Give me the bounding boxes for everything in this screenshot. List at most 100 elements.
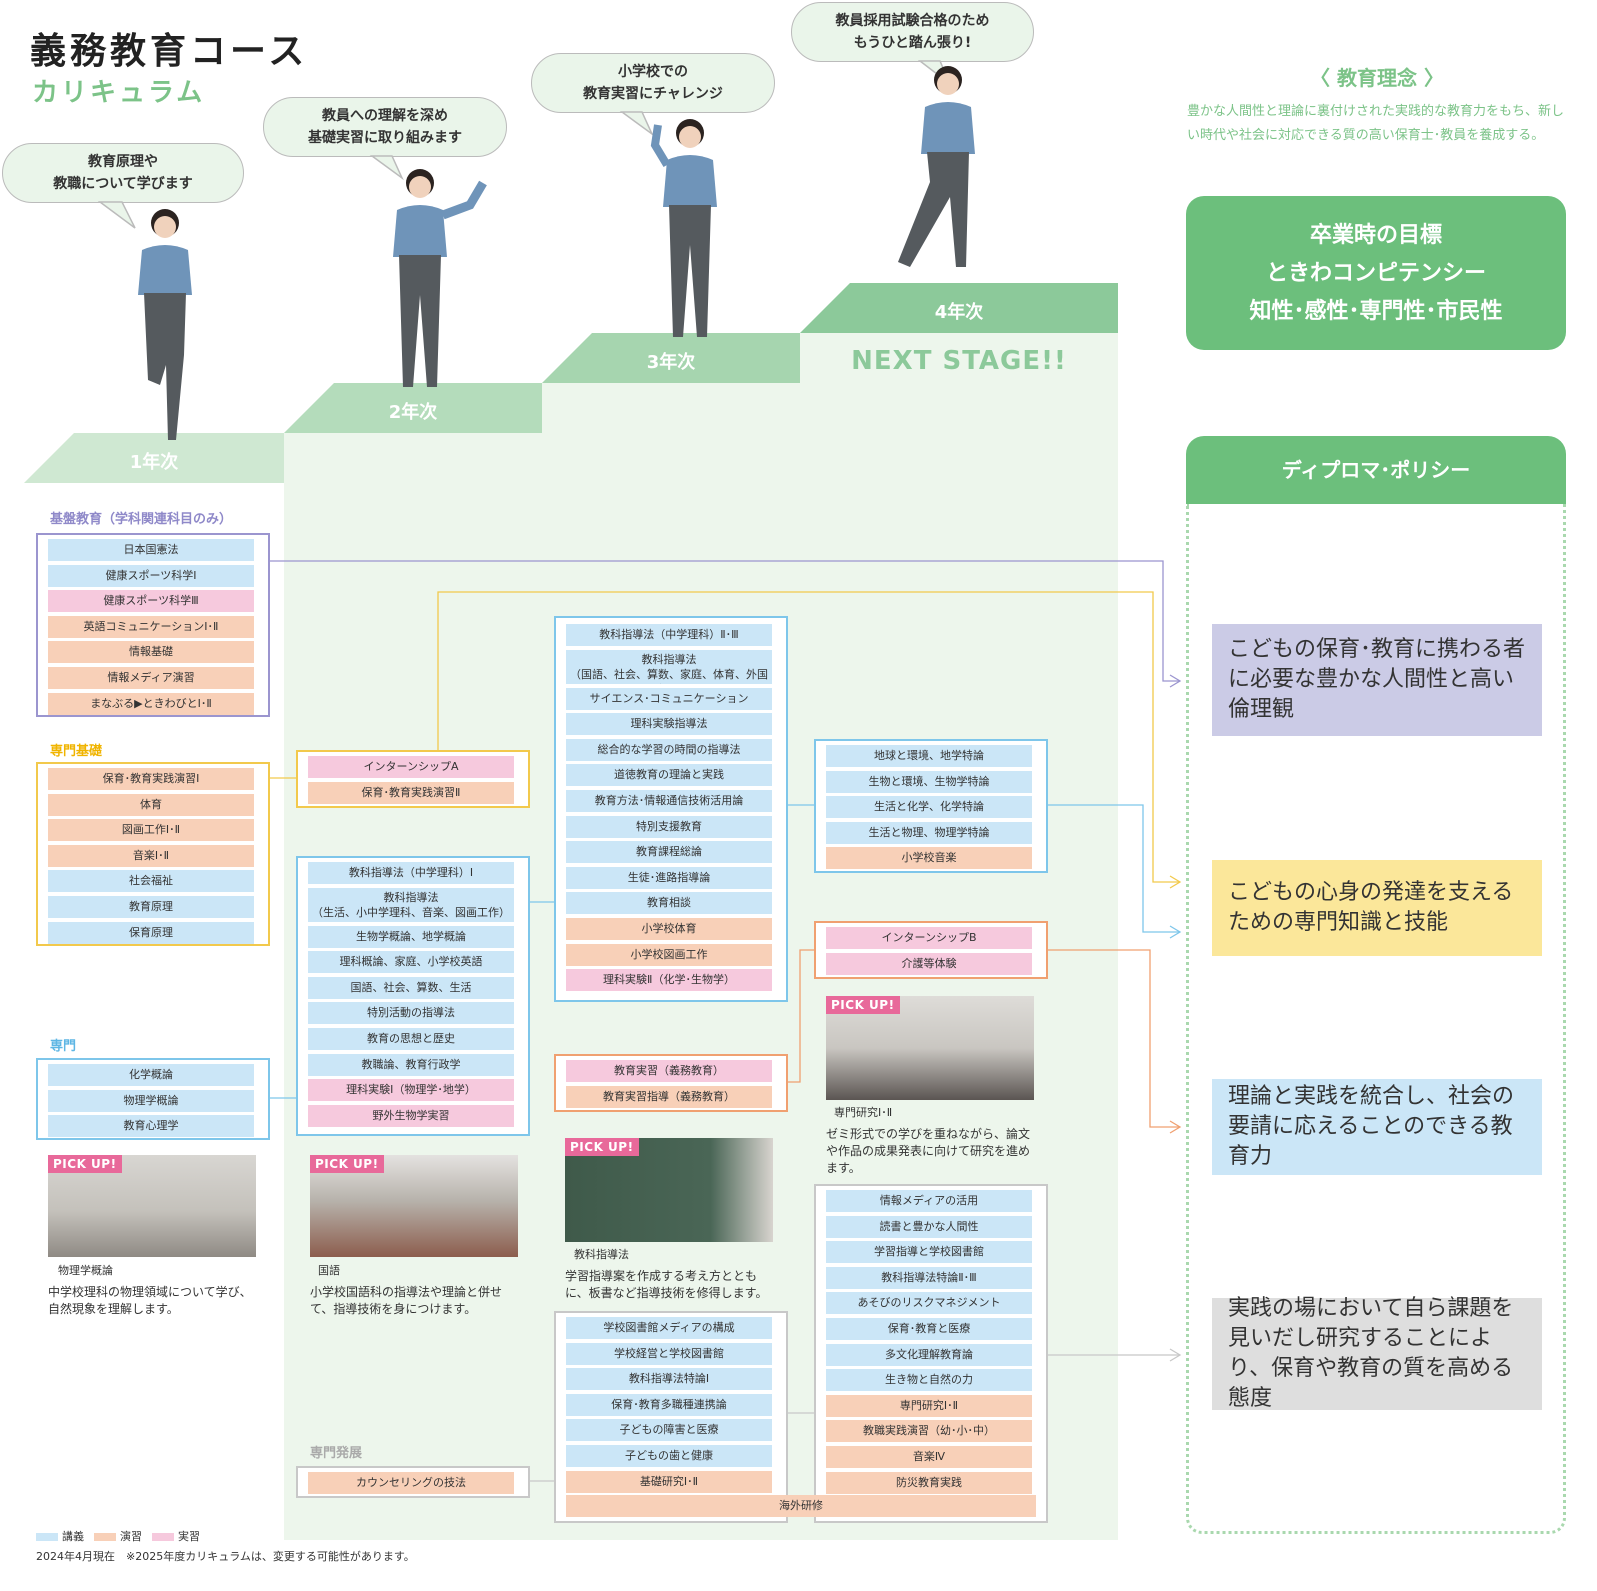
course-item: 教育相談 [566, 892, 772, 915]
course-item: 教育の思想と歴史 [308, 1028, 514, 1050]
next-stage-label: NEXT STAGE!! [851, 346, 1067, 376]
pickup-photo-japanese: PICK UP! [310, 1155, 518, 1257]
course-item: インターンシップA [308, 756, 514, 778]
pickup-badge-2: PICK UP! [310, 1155, 384, 1173]
pickup-desc-1: 中学校理科の物理領域について学び、自然現象を理解します。 [48, 1285, 252, 1316]
course-item: 野外生物学実習 [308, 1104, 514, 1127]
course-item: 生徒･進路指導論 [566, 866, 772, 889]
course-item: 教科指導法特論Ⅱ･Ⅲ [826, 1266, 1032, 1289]
course-item: 小学校体育 [566, 918, 772, 940]
course-item: 特別支援教育 [566, 815, 772, 838]
pickup-caption-4: 専門研究Ⅰ･Ⅱ [834, 1106, 893, 1119]
course-item: 生活と化学、化学特論 [826, 796, 1032, 819]
diploma-item-4: 実践の場において自ら課題を見いだし研究することにより、保育や教育の質を高める態度 [1212, 1296, 1542, 1411]
course-item: 教科指導法 （国語、社会、算数、家庭、体育、外国語） [566, 649, 772, 684]
course-item: 子どもの歯と健康 [566, 1445, 772, 1467]
course-item: 化学概論 [48, 1064, 254, 1086]
pickup-badge-4: PICK UP! [826, 996, 900, 1014]
course-item: 総合的な学習の時間の指導法 [566, 738, 772, 761]
course-item: 防災教育実践 [826, 1471, 1032, 1494]
course-item: 理科実験Ⅰ（物理学･地学） [308, 1079, 514, 1102]
bubble-year4-text: 教員採用試験合格のため もうひと踏ん張り! [835, 13, 990, 51]
course-item: インターンシップB [826, 927, 1032, 949]
pickup-badge-3: PICK UP! [565, 1138, 639, 1156]
pickup-caption-2: 国語 [318, 1264, 340, 1277]
course-item: 読書と豊かな人間性 [826, 1215, 1032, 1238]
page-subtitle: カリキュラム [32, 78, 206, 108]
student-figure-year3 [650, 119, 717, 337]
course-item: 保育･教育実践演習Ⅱ [308, 781, 514, 804]
philosophy-text: 豊かな人間性と理論に裏付けされた実践的な教育力をもち、新しい時代や社会に対応でき… [1187, 104, 1565, 143]
bubble-year1: 教育原理や 教職について学びます [2, 143, 244, 203]
course-item: 図画工作Ⅰ･Ⅱ [48, 819, 254, 842]
course-item: 保育･教育実践演習Ⅰ [48, 768, 254, 790]
course-item: 理科実験Ⅱ（化学･生物学） [566, 969, 772, 992]
legend-lecture: 講義 [36, 1528, 84, 1544]
bubble-year3-text: 小学校での 教育実習にチャレンジ [583, 64, 723, 102]
course-item: 教育実習（義務教育） [566, 1060, 772, 1082]
course-item: 生物と環境、生物学特論 [826, 770, 1032, 793]
course-item: 地球と環境、地学特論 [826, 745, 1032, 767]
year-label-1: 1年次 [129, 452, 179, 473]
pickup-desc-3: 学習指導案を作成する考え方とともに、板書など指導技術を修得します。 [565, 1269, 768, 1300]
diploma-item-1: こどもの保育･教育に携わる者に必要な豊かな人間性と高い倫理観 [1212, 624, 1542, 736]
diploma-item-1-text: こどもの保育･教育に携わる者に必要な豊かな人間性と高い倫理観 [1228, 637, 1526, 722]
student-figure-year4 [898, 66, 975, 267]
graduation-goal: 卒業時の目標 ときわコンピテンシー 知性･感性･専門性･市民性 [1186, 196, 1566, 350]
course-item: 専門研究Ⅰ･Ⅱ [826, 1394, 1032, 1417]
section-senmon-hatten: 専門発展 [310, 1446, 363, 1461]
course-item: 生き物と自然の力 [826, 1369, 1032, 1392]
legend: 講義 演習 実習 [36, 1528, 200, 1544]
page-title: 義務教育コース [30, 31, 309, 72]
course-item: あそびのリスクマネジメント [826, 1292, 1032, 1315]
pickup-photo-physics: PICK UP! [48, 1155, 256, 1257]
course-item: 国語、社会、算数、生活 [308, 976, 514, 999]
philosophy-title: 〈 教育理念 〉 [1310, 66, 1444, 90]
legend-practice-label: 実習 [178, 1530, 200, 1543]
diploma-policy-frame [1186, 504, 1566, 1534]
course-overseas: 海外研修 [566, 1495, 1036, 1517]
student-figure-year1 [138, 209, 192, 440]
diploma-item-3: 理論と実践を統合し、社会の要請に応えることのできる教育力 [1212, 1079, 1542, 1175]
course-item: 生活と物理、物理学特論 [826, 821, 1032, 844]
course-item: 保育･教育多職種連携論 [566, 1393, 772, 1416]
course-item: 道徳教育の理論と実践 [566, 764, 772, 787]
bubble-year3: 小学校での 教育実習にチャレンジ [531, 53, 775, 113]
pickup-photo-research: PICK UP! [826, 996, 1034, 1100]
course-item: 小学校図画工作 [566, 943, 772, 966]
section-kiban: 基盤教育（学科関連科目のみ） [50, 512, 233, 527]
course-item: 基礎研究Ⅰ･Ⅱ [566, 1470, 772, 1493]
course-item: 子どもの障害と医療 [566, 1419, 772, 1442]
course-item: 学校経営と学校図書館 [566, 1342, 772, 1365]
course-item: 健康スポーツ科学Ⅲ [48, 590, 254, 613]
course-item: 教職実践演習（幼･小･中） [826, 1420, 1032, 1443]
course-item: 教科指導法（中学理科）Ⅱ･Ⅲ [566, 624, 772, 646]
student-figure-year2 [393, 169, 487, 387]
bubble-year4: 教員採用試験合格のため もうひと踏ん張り! [791, 2, 1034, 62]
course-item: 英語コミュニケーションⅠ･Ⅱ [48, 615, 254, 638]
pickup-desc-4: ゼミ形式での学びを重ねながら、論文や作品の成果発表に向けて研究を進めます。 [826, 1127, 1031, 1175]
pickup-caption-1: 物理学概論 [58, 1264, 113, 1277]
course-item: 健康スポーツ科学Ⅰ [48, 564, 254, 587]
diploma-item-4-text: 実践の場において自ら課題を見いだし研究することにより、保育や教育の質を高める態度 [1228, 1296, 1514, 1411]
goal-line-3: 知性･感性･専門性･市民性 [1249, 299, 1503, 324]
year-label-2: 2年次 [388, 402, 438, 423]
diploma-item-2-text: こどもの心身の発達を支えるための専門知識と技能 [1228, 880, 1514, 935]
bubble-year2: 教員への理解を深め 基礎実習に取り組みます [263, 97, 507, 157]
course-item: 情報基礎 [48, 641, 254, 664]
pickup-photo-teaching: PICK UP! [565, 1138, 773, 1242]
course-item: 体育 [48, 793, 254, 816]
course-item: 介護等体験 [826, 952, 1032, 975]
section-senmon-kiso: 専門基礎 [50, 744, 103, 759]
course-item: 保育原理 [48, 921, 254, 944]
course-item: 教職論、教育行政学 [308, 1053, 514, 1076]
course-item: 社会福祉 [48, 870, 254, 893]
course-item: 特別活動の指導法 [308, 1002, 514, 1025]
bubble-year1-text: 教育原理や 教職について学びます [53, 154, 193, 192]
course-item: 日本国憲法 [48, 539, 254, 561]
course-item: 学習指導と学校図書館 [826, 1241, 1032, 1264]
year-label-4: 4年次 [934, 302, 984, 323]
diploma-item-3-text: 理論と実践を統合し、社会の要請に応えることのできる教育力 [1228, 1084, 1515, 1169]
legend-exercise-label: 演習 [120, 1530, 142, 1543]
diploma-item-2: こどもの心身の発達を支えるための専門知識と技能 [1212, 860, 1542, 956]
